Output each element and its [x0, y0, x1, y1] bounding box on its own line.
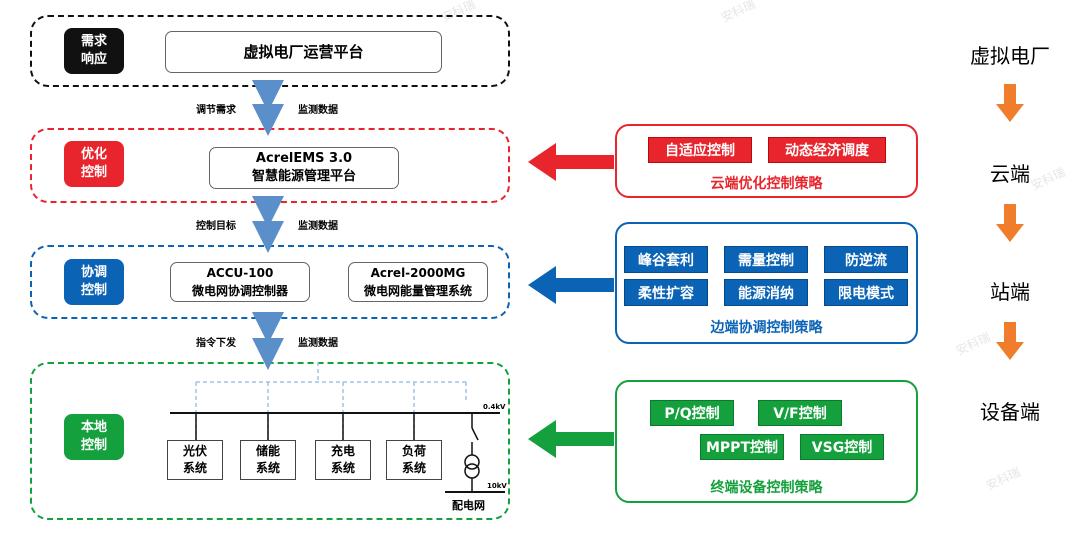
system-pv: 光伏 系统	[167, 440, 223, 480]
link-label-left: 控制目标	[196, 221, 236, 232]
terminal-item: VSG控制	[800, 434, 884, 460]
strategy-terminal-title: 终端设备控制策略	[710, 480, 823, 496]
link-label-right: 监测数据	[298, 221, 338, 232]
side-label-station: 站端	[990, 280, 1030, 304]
link-label-left: 指令下发	[196, 338, 236, 349]
platform-accu: ACCU-100 微电网协调控制器	[170, 262, 310, 302]
edge-item: 限电模式	[824, 279, 908, 306]
system-storage: 储能 系统	[240, 440, 296, 480]
tag-demand-response: 需求 响应	[64, 28, 124, 74]
strategy-cloud-title: 云端优化控制策略	[710, 176, 823, 192]
edge-item: 能源消纳	[724, 279, 808, 306]
system-load: 负荷 系统	[386, 440, 442, 480]
voltage-low: 0.4kV	[483, 403, 506, 411]
link-label-right: 监测数据	[298, 338, 338, 349]
terminal-item: MPPT控制	[700, 434, 784, 460]
platform-acrelems: AcrelEMS 3.0 智慧能源管理平台	[209, 147, 399, 189]
terminal-item: V/F控制	[758, 400, 842, 426]
tag-optimization: 优化 控制	[64, 141, 124, 187]
cloud-item: 自适应控制	[648, 137, 752, 163]
side-label-vpp: 虚拟电厂	[970, 44, 1050, 68]
voltage-high: 10kV	[487, 482, 507, 490]
link-label-right: 监测数据	[298, 105, 338, 116]
edge-item: 柔性扩容	[624, 279, 708, 306]
side-label-cloud: 云端	[990, 162, 1030, 186]
terminal-item: P/Q控制	[650, 400, 734, 426]
edge-item: 防逆流	[824, 246, 908, 273]
strategy-edge-title: 边端协调控制策略	[710, 320, 823, 336]
link-label-left: 调节需求	[196, 105, 236, 116]
edge-item: 峰谷套利	[624, 246, 708, 273]
tag-coordination: 协调 控制	[64, 259, 124, 305]
system-charging: 充电 系统	[315, 440, 371, 480]
platform-vpp: 虚拟电厂运营平台	[165, 31, 442, 73]
cloud-item: 动态经济调度	[768, 137, 886, 163]
edge-item: 需量控制	[724, 246, 808, 273]
grid-label: 配电网	[452, 499, 485, 512]
tag-local: 本地 控制	[64, 414, 124, 460]
side-label-device: 设备端	[980, 400, 1040, 424]
platform-acrel2000mg: Acrel-2000MG 微电网能量管理系统	[348, 262, 488, 302]
